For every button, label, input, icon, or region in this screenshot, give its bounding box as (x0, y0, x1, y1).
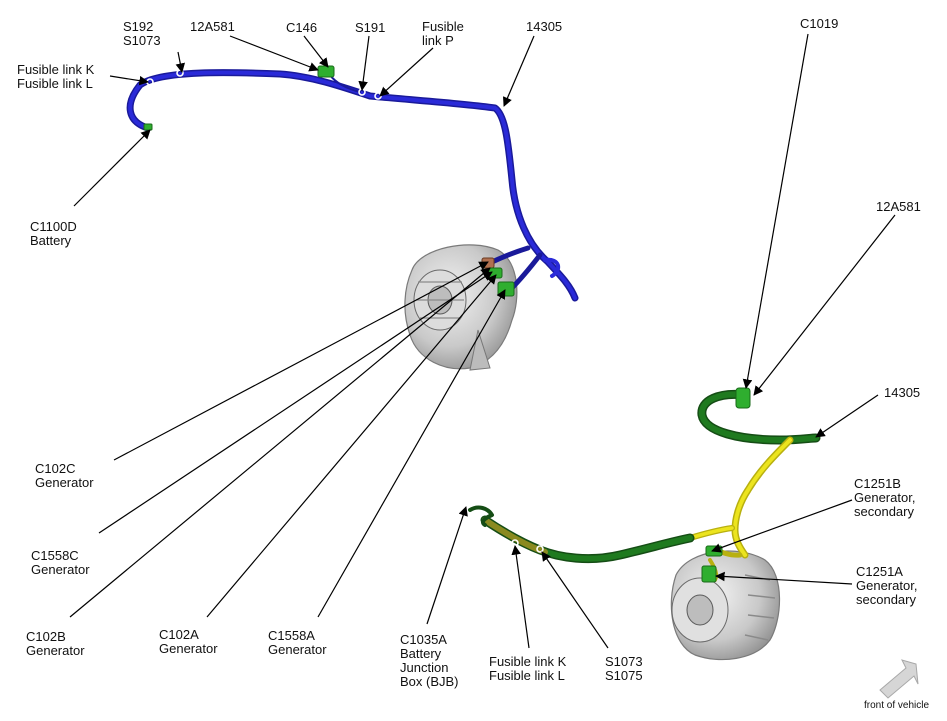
connector-c146 (317, 65, 335, 78)
label-14305-top: 14305 (526, 19, 563, 34)
label-s1073-s1075: S1073 S1075 (605, 654, 643, 683)
connector-c1251b (705, 545, 723, 557)
label-c1251b-generator-secondary: C1251B Generator, secondary (854, 476, 916, 519)
connector-c1251a (701, 565, 717, 583)
label-12a581-right: 12A581 (876, 199, 921, 214)
label-c102c-generator: C102C Generator (35, 461, 94, 490)
label-c102b-generator: C102B Generator (26, 629, 85, 658)
label-front-of-vehicle: front of vehicle (864, 700, 930, 711)
label-c1558a-generator: C1558A Generator (268, 628, 327, 657)
label-fusible-link-kl-top: Fusible link K Fusible link L (17, 62, 95, 91)
label-s192-s1073: S192 S1073 (123, 19, 161, 48)
label-s191: S191 (355, 20, 386, 35)
harness-14305-lower (468, 389, 821, 582)
connector-c1100d (143, 123, 153, 131)
label-c1019: C1019 (800, 16, 839, 31)
connector-c1558a (497, 281, 515, 297)
label-c1558c-generator: C1558C Generator (31, 548, 90, 577)
label-14305-right: 14305 (884, 385, 921, 400)
connector-c102c (481, 257, 495, 269)
label-c102a-generator: C102A Generator (159, 627, 218, 656)
arrow-down-left-icon (879, 659, 919, 699)
label-c1100d-battery: C1100D Battery (30, 219, 77, 248)
label-c1035a-bjb: C1035A Battery Junction Box (BJB) (400, 632, 459, 689)
upper-generator (404, 244, 518, 371)
label-fusible-link-p: Fusible link P (422, 19, 464, 48)
label-fusible-link-kl-bottom: Fusible link K Fusible link L (489, 654, 567, 683)
connector-c1019 (735, 387, 751, 409)
label-c146: C146 (286, 20, 318, 35)
lower-generator (670, 550, 781, 661)
label-c1251a-generator-secondary: C1251A Generator, secondary (856, 564, 918, 607)
leader-lines (69, 33, 896, 649)
label-12a581-top: 12A581 (190, 19, 235, 34)
